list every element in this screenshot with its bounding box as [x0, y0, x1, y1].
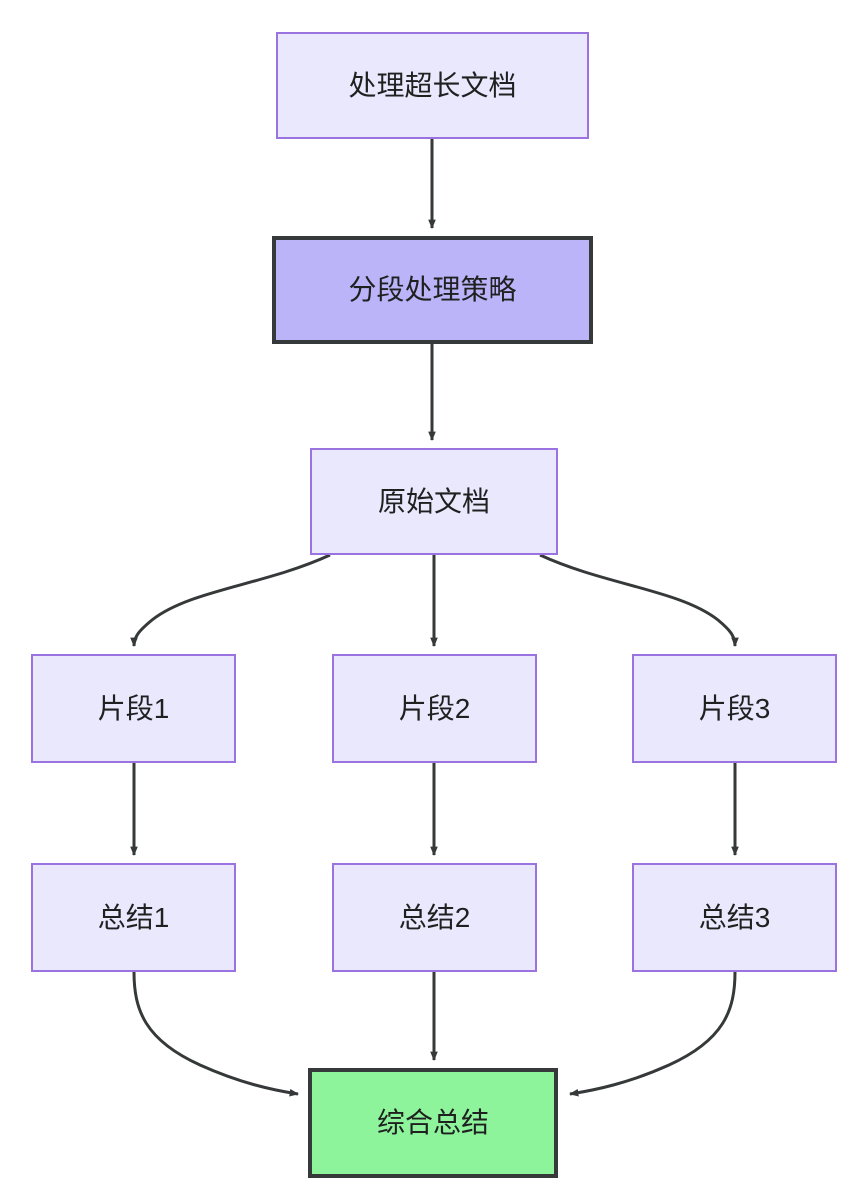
node-label: 总结1 [97, 901, 170, 933]
node-summary-1[interactable]: 总结1 [31, 863, 236, 972]
node-fragment-2[interactable]: 片段2 [332, 654, 537, 763]
node-label: 片段2 [398, 692, 471, 724]
edge-n7-n10 [132, 971, 299, 1097]
edge-n9-n10 [569, 971, 737, 1097]
node-process-long-document[interactable]: 处理超长文档 [276, 32, 589, 139]
node-label: 总结3 [698, 901, 771, 933]
node-comprehensive-summary[interactable]: 综合总结 [308, 1068, 558, 1178]
node-fragment-1[interactable]: 片段1 [31, 654, 236, 763]
edge-n3-n4 [130, 553, 331, 648]
node-label: 片段1 [97, 692, 170, 724]
node-label: 原始文档 [377, 485, 490, 517]
node-label: 总结2 [398, 901, 471, 933]
node-label: 片段3 [698, 692, 771, 724]
node-summary-2[interactable]: 总结2 [332, 863, 537, 972]
node-label: 处理超长文档 [348, 69, 517, 101]
node-label: 综合总结 [376, 1107, 489, 1139]
node-fragment-3[interactable]: 片段3 [632, 654, 837, 763]
node-chunking-strategy[interactable]: 分段处理策略 [272, 236, 593, 344]
node-original-document[interactable]: 原始文档 [310, 448, 558, 555]
node-label: 分段处理策略 [348, 274, 517, 306]
node-summary-3[interactable]: 总结3 [632, 863, 837, 972]
edge-n3-n6 [539, 553, 739, 648]
